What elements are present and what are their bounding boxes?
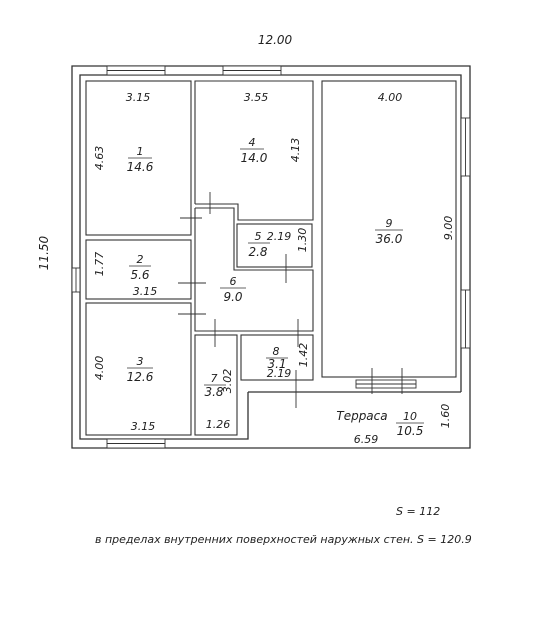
room-1-number: 1 bbox=[137, 145, 144, 158]
room-8-number: 8 bbox=[273, 345, 280, 358]
room-6-area: 9.0 bbox=[223, 290, 242, 304]
window-room-9-upper bbox=[460, 117, 471, 177]
room-7-outline bbox=[194, 334, 238, 436]
room-9-area: 36.0 bbox=[376, 232, 403, 246]
room-9-width: 4.00 bbox=[378, 91, 403, 104]
room-10-number: 10 bbox=[403, 410, 417, 423]
inner-area-note: в пределах внутренних поверхностей наруж… bbox=[95, 533, 472, 546]
room-7-width: 1.26 bbox=[206, 418, 231, 431]
room-8-height: 1.42 bbox=[297, 343, 310, 368]
room-8-area: 3.1 bbox=[267, 357, 286, 371]
overall-width-label: 12.00 bbox=[258, 33, 293, 47]
room-8-width: 2.19 bbox=[267, 367, 292, 380]
room-1-area: 14.6 bbox=[127, 160, 154, 174]
room-3-number: 3 bbox=[137, 355, 144, 368]
room-1-outline bbox=[85, 80, 192, 236]
room-4-height: 4.13 bbox=[289, 138, 302, 163]
room-4-width: 3.55 bbox=[244, 91, 269, 104]
room-9-outline bbox=[321, 80, 457, 378]
room-2-number: 2 bbox=[137, 253, 144, 266]
room-5-number: 5 bbox=[255, 230, 262, 243]
room-2-outline bbox=[85, 239, 192, 300]
room-9-height: 9.00 bbox=[442, 216, 455, 241]
room-2-area: 5.6 bbox=[130, 268, 149, 282]
room-5-outline bbox=[236, 223, 313, 268]
room-3-outline bbox=[85, 302, 192, 436]
room-10-height: 1.60 bbox=[439, 404, 452, 429]
room-3-area: 12.6 bbox=[127, 370, 154, 384]
window-room-4 bbox=[222, 65, 282, 76]
window-room-1 bbox=[106, 65, 166, 76]
total-area-label: S = 112 bbox=[396, 505, 441, 518]
overall-height-label: 11.50 bbox=[37, 235, 51, 270]
room-outlines bbox=[85, 80, 457, 436]
room-9-number: 9 bbox=[386, 217, 393, 230]
room-6-number: 6 bbox=[230, 275, 237, 288]
room-7-area: 3.8 bbox=[204, 385, 223, 399]
window-room-3 bbox=[106, 438, 166, 449]
room-1-width: 3.15 bbox=[126, 91, 151, 104]
windows bbox=[71, 65, 471, 449]
room-10-width: 6.59 bbox=[354, 433, 379, 446]
room-2-width: 3.15 bbox=[133, 285, 158, 298]
room-1-height: 4.63 bbox=[93, 146, 106, 171]
window-room-9-lower bbox=[460, 289, 471, 349]
room-10-name: Терраса bbox=[336, 409, 387, 423]
outer-wall-outline bbox=[71, 65, 471, 449]
door-terrace bbox=[355, 379, 417, 389]
room-2-height: 1.77 bbox=[93, 252, 106, 277]
room-7-height: 3.02 bbox=[221, 369, 234, 394]
room-8-outline bbox=[240, 334, 314, 381]
room-4-number: 4 bbox=[249, 136, 256, 149]
room-5-height: 1.30 bbox=[296, 228, 309, 253]
window-room-2 bbox=[71, 267, 81, 293]
room-3-height: 4.00 bbox=[93, 356, 106, 381]
room-3-width: 3.15 bbox=[131, 420, 156, 433]
room-4-area: 14.0 bbox=[241, 151, 268, 165]
room-5-area: 2.8 bbox=[248, 245, 267, 259]
room-10-area: 10.5 bbox=[397, 424, 424, 438]
room-7-number: 7 bbox=[211, 372, 218, 385]
room-5-width: 2.19 bbox=[267, 230, 292, 243]
door-marks bbox=[178, 192, 403, 408]
outer-walls bbox=[71, 65, 471, 449]
room-4-outline bbox=[194, 80, 314, 221]
room-6-outline bbox=[194, 207, 314, 332]
